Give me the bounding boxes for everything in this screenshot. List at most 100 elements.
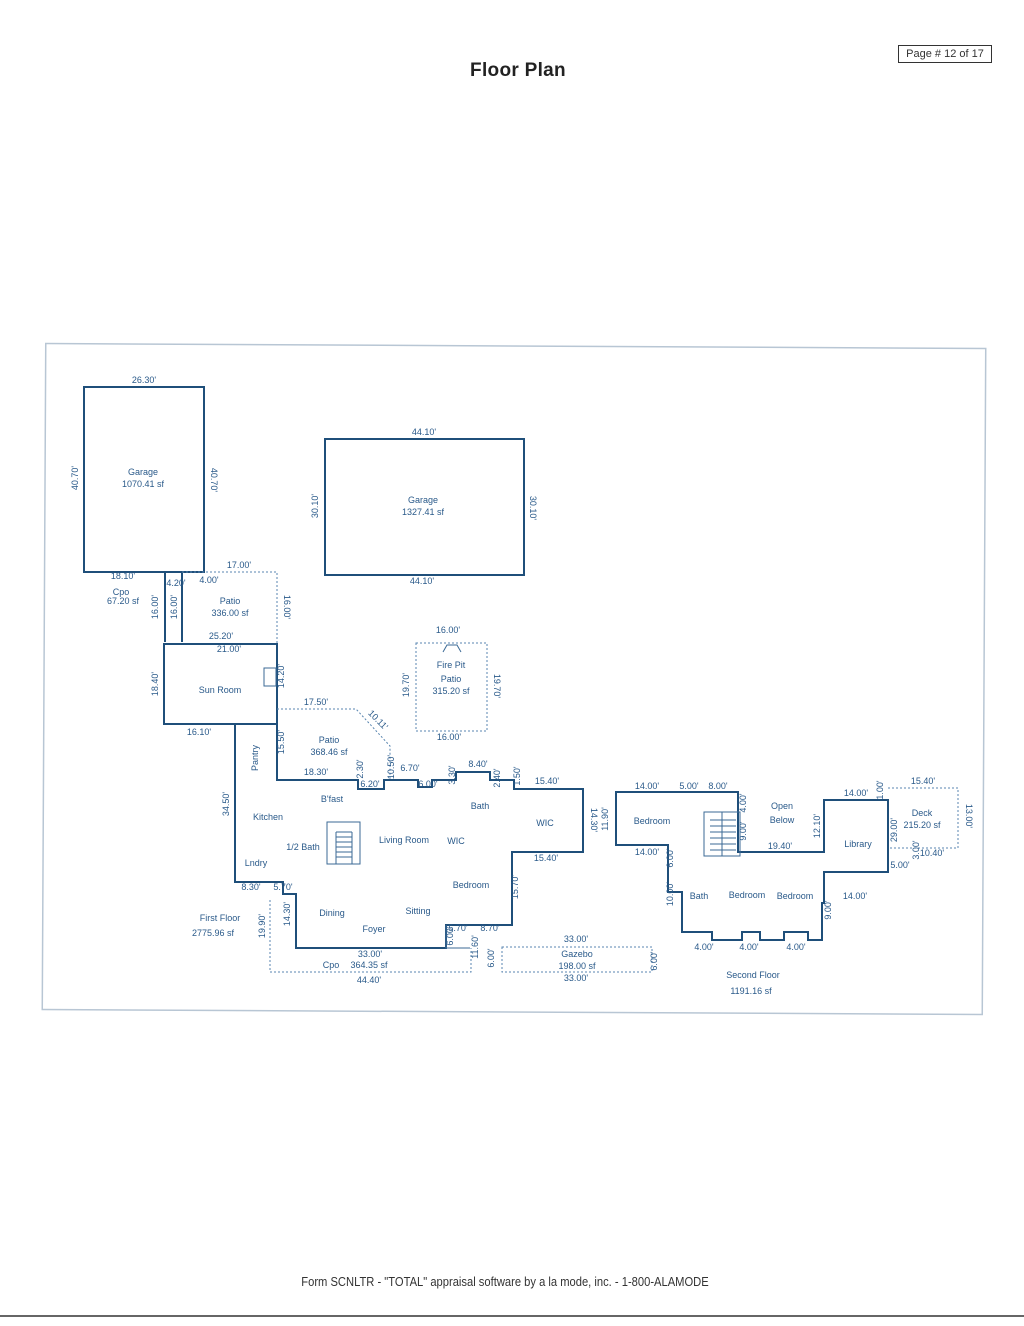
dim-pm-left: 15.50' <box>276 730 286 755</box>
dim-lndry-a: 8.30' <box>241 882 261 892</box>
garage-right-outline <box>324 438 525 576</box>
stair-first-floor <box>326 821 361 865</box>
dim-patio-bottom: 25.20' <box>209 631 234 641</box>
dim-foy-d: 11.60' <box>470 935 480 959</box>
label-library: Library <box>844 839 872 849</box>
label-bedroom-2f-3: Bedroom <box>777 891 814 901</box>
dim-g2-top: 44.10' <box>412 427 437 437</box>
dim-f2-p: 29.00' <box>889 818 899 843</box>
label-open-below-2: Below <box>770 815 795 825</box>
dim-pm-f: 3.30' <box>447 765 457 785</box>
dim-pm-diag: 10.11' <box>366 708 390 732</box>
dim-pm-i: 2.40' <box>492 768 502 788</box>
dim-f2-l: 14.00' <box>844 788 869 798</box>
area-patio-top: 336.00 sf <box>211 608 249 618</box>
dim-pm-h: 8.40' <box>468 759 488 769</box>
label-garage-right: Garage <box>408 495 438 505</box>
label-lndry: Lndry <box>245 858 268 868</box>
dim-gz-top: 33.00' <box>564 934 589 944</box>
page-number-badge: Page # 12 of 17 <box>898 45 992 63</box>
dim-cpo-a: 4.20' <box>166 578 186 588</box>
dim-fp-bottom: 16.00' <box>437 732 462 742</box>
dim-din-b: 14.30' <box>282 902 292 927</box>
dim-wic-side: 15.70' <box>510 875 520 900</box>
dim-g1-bottom: 18.10' <box>111 571 136 581</box>
dim-pm-b: 6.20' <box>360 779 380 789</box>
dim-foy-c: 6.00' <box>445 926 455 946</box>
label-deck: Deck <box>912 808 933 818</box>
label-sun-room: Sun Room <box>199 685 242 695</box>
dim-sun-top: 21.00' <box>217 644 242 654</box>
dim-deck-right: 13.00' <box>964 804 974 829</box>
dim-gz-bottom: 33.00' <box>564 973 589 983</box>
dim-f2-r: 4.00' <box>694 942 714 952</box>
fireplace-symbol <box>263 667 277 687</box>
label-bath-2f: Bath <box>690 891 709 901</box>
dim-cpo-d: 16.00' <box>169 595 179 620</box>
label-bedroom-2f-1: Bedroom <box>634 816 671 826</box>
area-deck: 215.20 sf <box>903 820 941 830</box>
dim-wic-bottom: 15.40' <box>534 853 559 863</box>
dim-f2-j: 6.00' <box>665 848 675 868</box>
dim-g1-left: 40.70' <box>70 466 80 491</box>
dim-cpo-b-top: 33.00' <box>358 949 383 959</box>
dim-f2-f: 9.00' <box>738 821 748 841</box>
dim-foy-a: 5.70' <box>448 923 468 933</box>
label-gazebo: Gazebo <box>561 949 593 959</box>
dim-g2-bottom: 44.10' <box>410 576 435 586</box>
dim-g2-left: 30.10' <box>310 494 320 519</box>
dim-f2-s: 4.00' <box>739 942 759 952</box>
bottom-rule <box>0 1315 1024 1317</box>
dim-cpo-b-bottom: 44.40' <box>357 975 382 985</box>
dim-f2-t: 4.00' <box>786 942 806 952</box>
dim-f2-a: 14.00' <box>635 781 660 791</box>
dim-pm-a: 2.30' <box>355 759 365 779</box>
area-first-floor: 2775.96 sf <box>192 928 235 938</box>
label-wic-1: WIC <box>447 836 465 846</box>
dim-foy-e: 6.00' <box>486 948 496 968</box>
dim-pm-j: 1.50' <box>512 766 522 786</box>
page-title: Floor Plan <box>470 60 566 81</box>
dim-cpo-c: 16.00' <box>150 595 160 620</box>
label-second-floor: Second Floor <box>726 970 780 980</box>
label-patio-middle: Patio <box>319 735 340 745</box>
dim-lndry-b: 5.70' <box>273 882 293 892</box>
dim-din-a: 19.90' <box>257 914 267 939</box>
dim-pm-c: 10.50' <box>386 755 396 780</box>
fire-pit-symbol <box>442 644 462 653</box>
area-cpo-top: 67.20 sf <box>107 596 140 606</box>
label-half-bath: 1/2 Bath <box>286 842 320 852</box>
dim-gz-right: 6.00' <box>649 951 659 971</box>
cpo-top-outline <box>164 572 183 642</box>
second-floor-outline <box>615 791 889 941</box>
dim-wic-right: 14.30' <box>589 808 599 833</box>
dim-pm-bottom: 18.30' <box>304 767 329 777</box>
area-cpo-bottom: 364.35 sf <box>350 960 388 970</box>
dim-fp-left: 19.70' <box>401 673 411 698</box>
dim-g2-right: 30.10' <box>528 496 538 521</box>
dim-sun-right: 14.20' <box>276 664 286 689</box>
dim-pm-top: 17.50' <box>304 697 329 707</box>
label-bath-1: Bath <box>471 801 490 811</box>
label-foyer: Foyer <box>362 924 385 934</box>
label-bedroom-1: Bedroom <box>453 880 490 890</box>
gazebo-outline <box>501 946 653 973</box>
label-living-room: Living Room <box>379 835 429 845</box>
area-patio-middle: 368.46 sf <box>310 747 348 757</box>
dim-f2-m: 9.00' <box>823 900 833 920</box>
dim-wic-top: 15.40' <box>535 776 560 786</box>
label-kitchen: Kitchen <box>253 812 283 822</box>
cpo-bottom-outline <box>269 900 472 973</box>
deck-outline <box>888 787 959 849</box>
dim-pm-e: 6.00' <box>418 779 438 789</box>
area-gazebo: 198.00 sf <box>558 961 596 971</box>
dim-f2-n: 14.00' <box>843 891 868 901</box>
dim-f2-q: 5.00' <box>890 860 910 870</box>
label-cpo-top: Cpo <box>113 587 130 597</box>
area-second-floor: 1191.16 sf <box>730 986 772 996</box>
label-bedroom-2f-2: Bedroom <box>729 890 766 900</box>
label-fire-pit-patio: Patio <box>441 674 462 684</box>
dim-pm-d: 6.70' <box>400 763 420 773</box>
dim-f2-d: 11.90' <box>600 807 610 831</box>
